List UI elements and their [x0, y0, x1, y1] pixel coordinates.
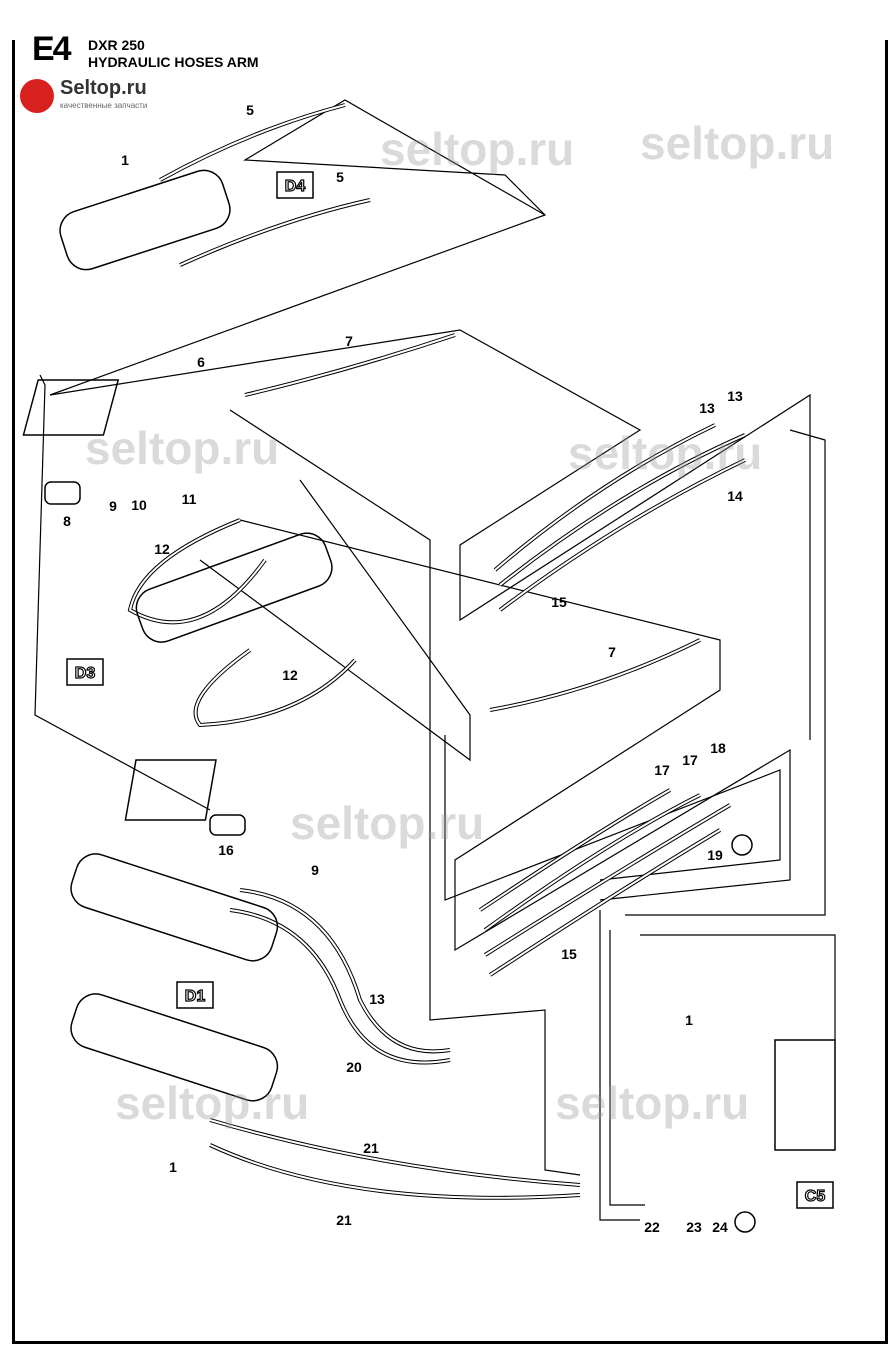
callout-21: 21	[363, 1140, 379, 1156]
plug-24	[734, 1211, 756, 1233]
callout-20: 20	[346, 1059, 362, 1075]
cylinder-d3	[135, 532, 333, 643]
callout-9: 9	[311, 862, 319, 878]
callout-10: 10	[131, 497, 147, 513]
callout-17: 17	[654, 762, 670, 778]
callout-22: 22	[644, 1219, 660, 1235]
reference-D1: D1	[185, 988, 206, 1005]
callout-16: 16	[218, 842, 234, 858]
callout-15: 15	[561, 946, 577, 962]
reference-box-D3	[66, 658, 104, 686]
callout-19: 19	[707, 847, 723, 863]
reference-D3: D3	[75, 665, 96, 682]
callout-21: 21	[336, 1212, 352, 1228]
page-frame	[12, 40, 888, 1344]
components	[22, 169, 836, 1233]
control-valve-c5	[774, 1039, 836, 1151]
callout-17: 17	[682, 752, 698, 768]
plug-19	[731, 834, 753, 856]
callout-5: 5	[246, 102, 254, 118]
hoses	[127, 103, 746, 1200]
reference-box-C5	[796, 1181, 834, 1209]
callout-13: 13	[369, 991, 385, 1007]
callout-5: 5	[336, 169, 344, 185]
callout-11: 11	[182, 491, 197, 507]
model-name: DXR 250	[88, 37, 145, 53]
fitting-8	[44, 481, 81, 505]
cylinder-d1-upper	[70, 853, 279, 962]
valve-block-9	[124, 759, 217, 821]
cylinder-d1-lower	[70, 993, 279, 1102]
reference-box-D4	[276, 171, 314, 199]
callout-18: 18	[710, 740, 726, 756]
section-number: E4	[32, 30, 72, 68]
callout-8: 8	[63, 513, 71, 529]
seltop-logo: Seltop.ru качественные запчасти	[16, 76, 176, 116]
valve-block-6	[22, 379, 120, 436]
callout-12: 12	[154, 541, 170, 557]
logo-brand: Seltop.ru	[60, 77, 147, 99]
callout-7: 7	[608, 644, 616, 660]
reference-C5: C5	[805, 1188, 826, 1205]
callout-24: 24	[712, 1219, 728, 1235]
logo-tagline: качественные запчасти	[60, 101, 148, 110]
reference-D4: D4	[285, 178, 306, 195]
callout-23: 23	[686, 1219, 702, 1235]
callout-7: 7	[345, 333, 353, 349]
cylinder-d4	[59, 169, 231, 271]
fist-icon	[20, 79, 54, 113]
callout-9: 9	[109, 498, 117, 514]
callout-1: 1	[121, 152, 129, 168]
callout-13: 13	[727, 388, 743, 404]
callout-1: 1	[169, 1159, 177, 1175]
callout-1: 1	[685, 1012, 693, 1028]
callout-6: 6	[197, 354, 205, 370]
callout-12: 12	[282, 667, 298, 683]
reference-box-D1	[176, 981, 214, 1009]
callout-14: 14	[727, 488, 743, 504]
diagram-title: HYDRAULIC HOSES ARM	[88, 54, 259, 70]
callout-15: 15	[551, 594, 567, 610]
fitting-16	[209, 814, 246, 836]
callout-13: 13	[699, 400, 715, 416]
